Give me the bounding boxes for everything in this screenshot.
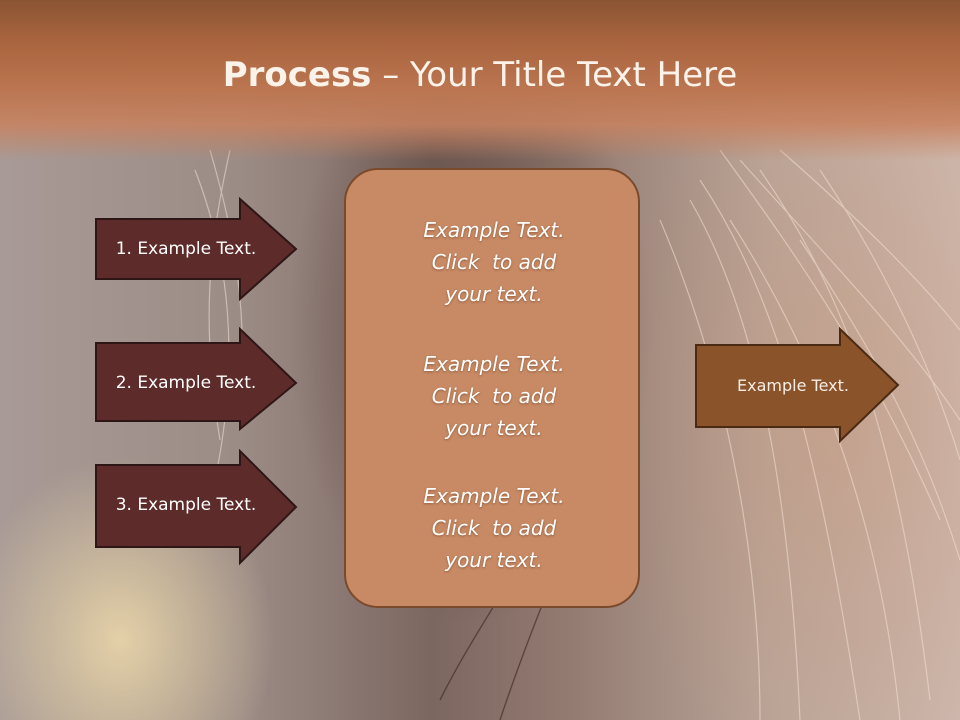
center-paragraph-2: Example Text. Click to add your text. bbox=[346, 348, 642, 444]
arrow-shape-3 bbox=[95, 449, 298, 566]
title-rest-text: – Your Title Text Here bbox=[371, 55, 738, 95]
left-arrow-3[interactable]: 3. Example Text. bbox=[94, 449, 298, 566]
left-arrow-1[interactable]: 1. Example Text. bbox=[94, 197, 298, 301]
center-paragraph-1-line-2: Click to add bbox=[431, 250, 557, 274]
right-arrow-label: Example Text. bbox=[737, 376, 849, 395]
arrow-shape-2 bbox=[95, 327, 298, 431]
center-paragraph-1-line-1: Example Text. bbox=[423, 218, 565, 242]
center-paragraph-2-line-2: Click to add bbox=[431, 384, 557, 408]
page-title: Process – Your Title Text Here bbox=[0, 52, 960, 98]
left-arrow-2-label: 2. Example Text. bbox=[115, 373, 257, 393]
center-paragraph-2-line-3: your text. bbox=[445, 416, 543, 440]
right-arrow-shape bbox=[695, 327, 900, 444]
center-text-box[interactable]: Example Text. Click to add your text. Ex… bbox=[344, 168, 640, 608]
left-arrow-3-label: 3. Example Text. bbox=[115, 495, 257, 515]
center-paragraph-1: Example Text. Click to add your text. bbox=[346, 214, 642, 310]
center-paragraph-2-line-1: Example Text. bbox=[423, 352, 565, 376]
center-paragraph-3-line-3: your text. bbox=[445, 548, 543, 572]
left-arrow-1-label: 1. Example Text. bbox=[115, 239, 257, 259]
arrow-shape-1 bbox=[95, 197, 298, 301]
right-arrow[interactable]: Example Text. bbox=[694, 327, 900, 445]
title-bold-text: Process bbox=[222, 55, 372, 95]
title-band bbox=[0, 0, 960, 160]
center-paragraph-1-line-3: your text. bbox=[445, 282, 543, 306]
center-paragraph-3: Example Text. Click to add your text. bbox=[346, 480, 642, 576]
center-paragraph-3-line-1: Example Text. bbox=[423, 484, 565, 508]
center-paragraph-3-line-2: Click to add bbox=[431, 516, 557, 540]
left-arrow-2[interactable]: 2. Example Text. bbox=[94, 327, 298, 431]
